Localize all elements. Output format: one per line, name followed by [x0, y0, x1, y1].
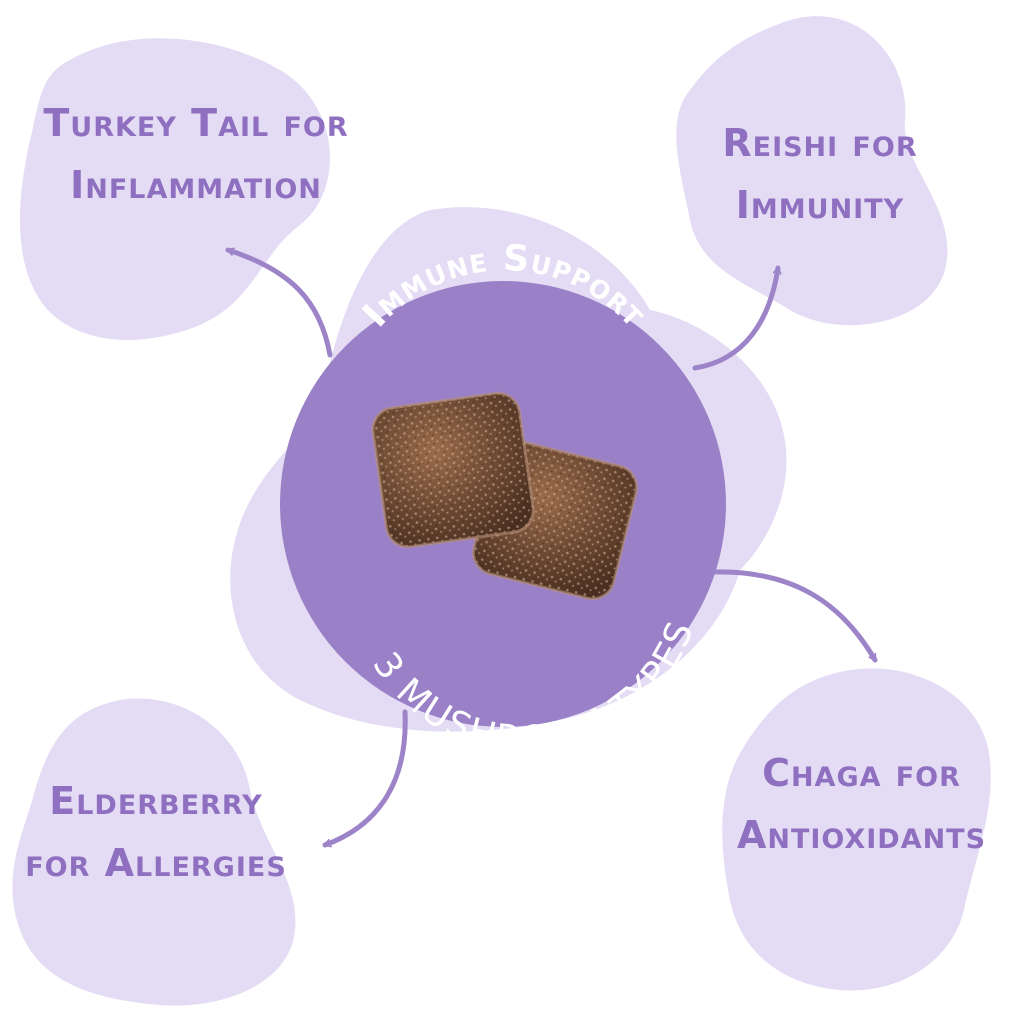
benefit-turkey-tail: Turkey Tail for Inflammation: [0, 92, 392, 216]
benefit-line2: Antioxidants: [736, 813, 987, 857]
arrow-to-turkey-tail: [225, 247, 333, 358]
blob-top-left: [20, 38, 330, 340]
benefit-line2: Inflammation: [70, 163, 322, 207]
benefit-line1: Elderberry: [49, 779, 263, 823]
benefit-chaga: Chaga for Antioxidants: [700, 742, 1023, 866]
benefit-line1: Chaga for: [762, 751, 961, 795]
benefit-reishi: Reishi for Immunity: [640, 112, 1000, 236]
benefit-line2: for Allergies: [25, 841, 287, 885]
gummy-front: [371, 391, 535, 549]
blob-top-right: [676, 16, 948, 326]
benefit-line2: Immunity: [735, 183, 905, 227]
arrow-to-reishi: [692, 265, 782, 371]
blob-bottom-left: [12, 698, 296, 1006]
arrow-to-elderberry: [322, 709, 408, 848]
arrow-to-chaga: [709, 569, 878, 663]
benefit-line1: Turkey Tail for: [43, 101, 349, 145]
blob-bottom-right: [722, 668, 991, 991]
benefit-line1: Reishi for: [722, 121, 918, 165]
benefit-elderberry: Elderberry for Allergies: [0, 770, 312, 894]
